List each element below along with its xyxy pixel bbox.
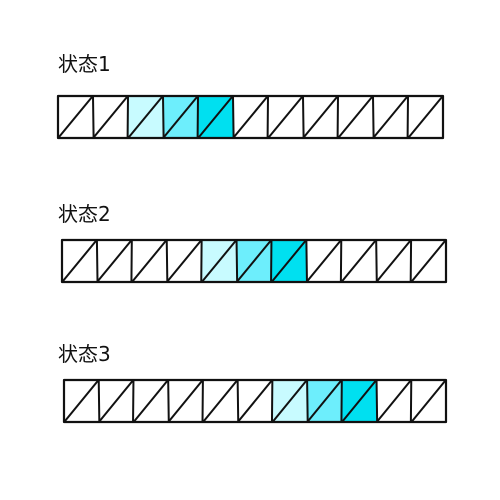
cell-diagonal [303, 96, 338, 138]
cell-divider [162, 95, 165, 139]
cell-divider [372, 95, 375, 139]
cell-diagonal [131, 240, 167, 282]
strip-border [60, 238, 448, 284]
cell-diagonal [236, 240, 272, 282]
cell-diagonal [271, 240, 307, 282]
cell-diagonal [268, 96, 303, 138]
cell-divider [235, 239, 239, 283]
cell-diagonal [373, 96, 408, 138]
cell-divider [97, 379, 101, 423]
state-2-label: 状态2 [58, 202, 111, 226]
cell-diagonal [96, 240, 132, 282]
cell-diagonal [168, 380, 203, 422]
cell-diagonal [64, 380, 99, 422]
cell-divider [232, 95, 235, 139]
cell-diagonal [411, 380, 446, 422]
cell-diagonal [201, 240, 237, 282]
strip-border [62, 378, 448, 424]
cell-divider [165, 239, 169, 283]
cell-divider [95, 239, 99, 283]
cell-diagonal [306, 240, 342, 282]
cell-divider [375, 379, 379, 423]
cell-diagonal [376, 380, 412, 422]
cell-diagonal [202, 380, 238, 422]
cell-divider [305, 239, 308, 283]
cell-diagonal [411, 240, 446, 282]
state-2-strip [60, 238, 448, 284]
cell-diagonal [166, 240, 202, 282]
cell-diagonal [341, 240, 377, 282]
strip-border [56, 94, 445, 140]
cell-diagonal [233, 96, 268, 138]
cell-divider [236, 379, 240, 423]
cell-divider [302, 95, 305, 139]
cell-diagonal [198, 96, 233, 138]
cell-diagonal [163, 96, 198, 138]
cell-diagonal [128, 96, 163, 138]
cell-diagonal [237, 380, 273, 422]
cell-diagonal [133, 380, 169, 422]
state-1-strip [56, 94, 445, 140]
cell-diagonal [62, 240, 97, 282]
state-3-label: 状态3 [58, 342, 111, 366]
cell-divider [306, 379, 309, 423]
cell-diagonal [408, 96, 443, 138]
state-1-label: 状态1 [58, 52, 111, 76]
cell-diagonal [58, 96, 93, 138]
cell-diagonal [341, 380, 377, 422]
cell-diagonal [307, 380, 342, 422]
cell-diagonal [272, 380, 308, 422]
cell-diagonal [338, 96, 373, 138]
cell-divider [375, 239, 378, 283]
cell-divider [167, 379, 170, 423]
cell-divider [92, 95, 95, 139]
state-3-strip [62, 378, 448, 424]
cell-diagonal [98, 380, 134, 422]
cell-diagonal [93, 96, 128, 138]
cell-diagonal [376, 240, 412, 282]
